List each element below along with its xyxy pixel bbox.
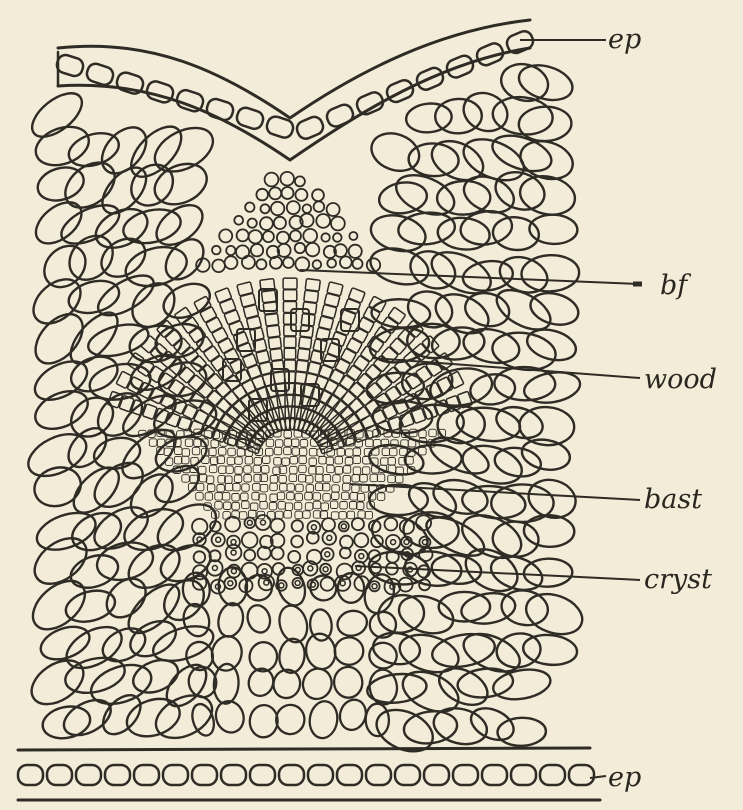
- label-ep-bottom: ep: [608, 762, 641, 793]
- label-bast: bast: [644, 484, 702, 515]
- label-ep-top: ep: [608, 24, 641, 55]
- label-bf: bf: [660, 270, 691, 301]
- label-wood: wood: [644, 364, 717, 395]
- label-cryst: cryst: [644, 564, 712, 595]
